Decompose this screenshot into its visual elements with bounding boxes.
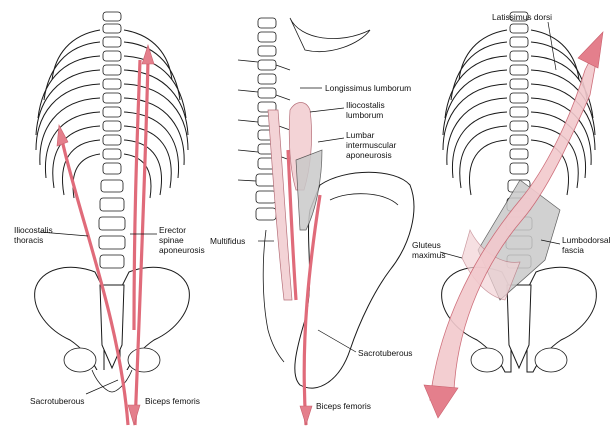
label-lumbodorsal-fascia: Lumbodorsal [562, 235, 611, 245]
middle-spine [237, 17, 371, 363]
label-multifidus: Multifidus [210, 236, 245, 246]
left-labels: Iliocostalis thoracis Erector spinae apo… [14, 225, 205, 406]
label-iliocostalis-thoracis: Iliocostalis [14, 225, 53, 235]
label-biceps-femoris-left: Biceps femoris [145, 396, 200, 406]
label-latissimus-dorsi: Latissimus dorsi [492, 12, 552, 22]
label-lumbar-aponeurosis: Lumbar [346, 130, 375, 140]
middle-panel: Longissimus lumborum Iliocostalis lumbor… [210, 17, 415, 426]
label-lumbar-aponeurosis-3: aponeurosis [346, 150, 392, 160]
right-labels: Latissimus dorsi Gluteus maximus Lumbodo… [412, 12, 611, 260]
middle-labels: Longissimus lumborum Iliocostalis lumbor… [210, 83, 412, 411]
label-iliocostalis-thoracis-2: thoracis [14, 235, 43, 245]
label-sacrotuberous-left: Sacrotuberous [30, 396, 84, 406]
label-sacrotuberous-middle: Sacrotuberous [358, 348, 412, 358]
label-erector-spinae-2: spinae [159, 235, 184, 245]
label-erector-spinae-3: aponeurosis [159, 245, 205, 255]
right-arrows [423, 31, 604, 419]
label-gluteus-maximus-2: maximus [412, 250, 446, 260]
right-panel: Latissimus dorsi Gluteus maximus Lumbodo… [412, 11, 611, 419]
middle-muscles [267, 102, 323, 426]
left-spine [98, 11, 126, 269]
left-ribcage [35, 29, 189, 199]
left-panel: Iliocostalis thoracis Erector spinae apo… [14, 11, 205, 427]
label-longissimus-lumborum: Longissimus lumborum [325, 83, 411, 93]
label-biceps-femoris-middle: Biceps femoris [316, 401, 371, 411]
label-lumbodorsal-fascia-2: fascia [562, 245, 584, 255]
label-lumbar-aponeurosis-2: intermuscular [346, 140, 396, 150]
label-iliocostalis-lumborum: Iliocostalis [346, 100, 385, 110]
label-gluteus-maximus: Gluteus [412, 240, 441, 250]
label-iliocostalis-lumborum-2: lumborum [346, 110, 383, 120]
left-arrows [56, 44, 155, 427]
label-erector-spinae: Erector [159, 225, 186, 235]
